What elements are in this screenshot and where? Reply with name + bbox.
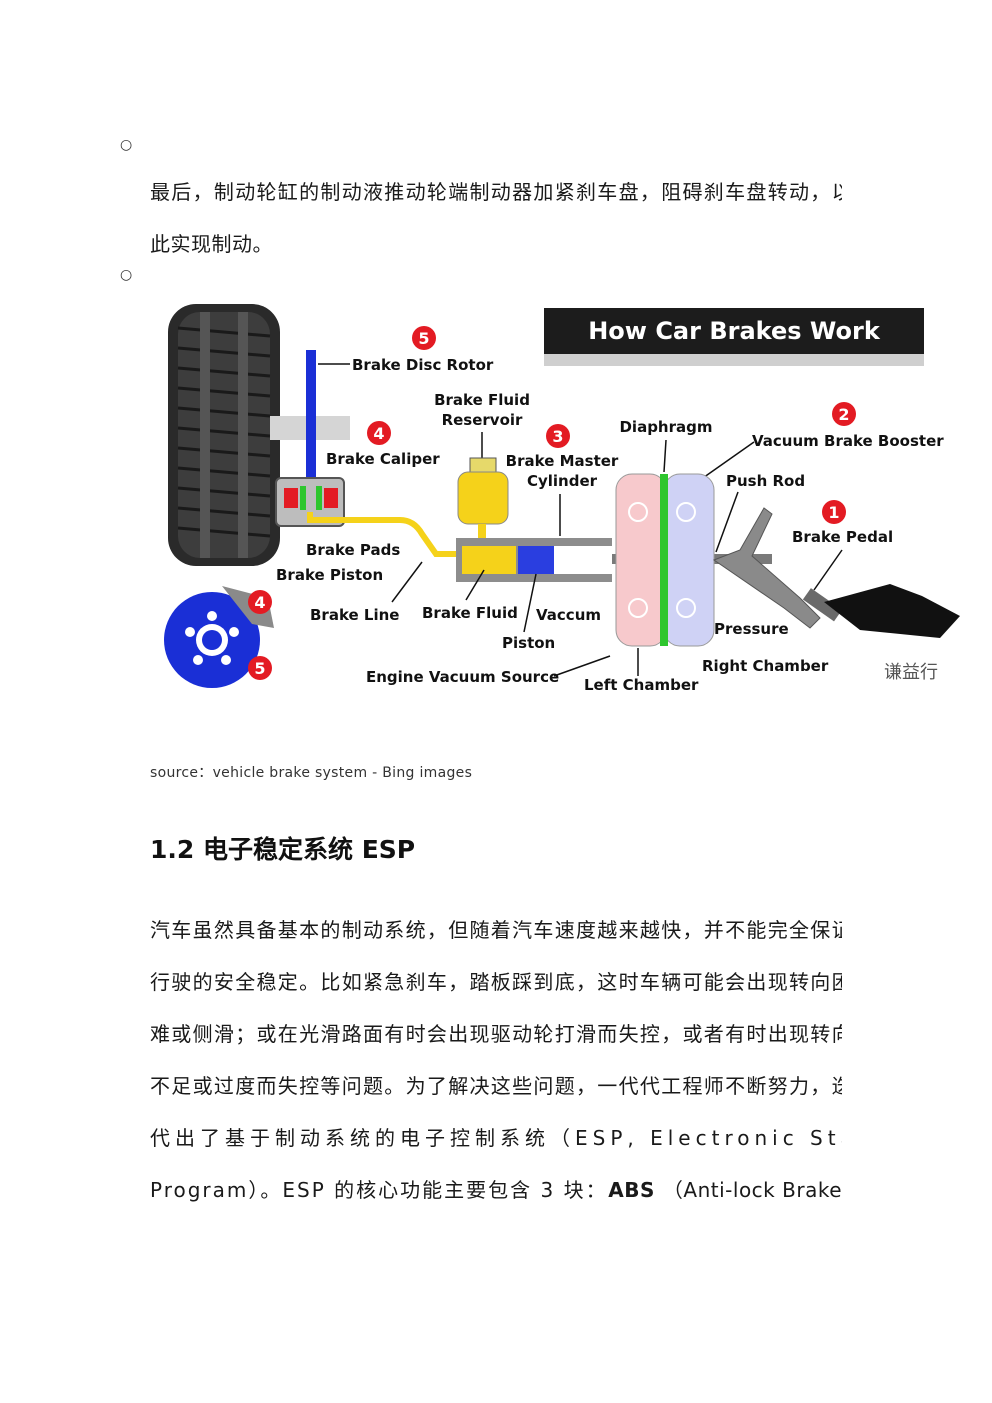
list-bullet: ○ xyxy=(120,137,133,153)
figure-caption: source：vehicle brake system - Bing image… xyxy=(150,765,473,781)
paragraph-tail: ABS （Anti-lock Brake xyxy=(608,1164,842,1216)
badge-5-number: 5 xyxy=(418,329,429,348)
badge-2-number: 2 xyxy=(838,405,849,424)
badge-5 xyxy=(412,326,436,350)
paragraph-line: 难或侧滑；或在光滑路面有时会出现驱动轮打滑而失控，或者有时出现转向 xyxy=(150,1008,842,1060)
badge-2 xyxy=(832,402,856,426)
brake-caliper-diagram xyxy=(275,477,345,527)
label-piston: Piston xyxy=(502,634,555,652)
badge-3-number: 3 xyxy=(552,427,563,446)
paragraph-text: Program）。ESP 的核心功能主要包含 3 块： xyxy=(150,1178,608,1202)
label-brake-pedal: Brake Pedal xyxy=(792,528,893,546)
disc-badge-5 xyxy=(248,656,272,680)
paragraph-line: 代出了基于制动系统的电子控制系统（ESP, Electronic Stabili… xyxy=(150,1112,842,1164)
abs-bold-text: ABS xyxy=(608,1178,655,1202)
brake-disc-rotor xyxy=(306,350,316,518)
label-brake-pads: Brake Pads xyxy=(306,541,400,559)
label-push-rod: Push Rod xyxy=(726,472,805,490)
paragraph-text: 不足或过度而失控等问题。为了解决这些问题，一代代工程师不断努力，迭 xyxy=(150,1074,842,1098)
paragraph-line: 最后，制动轮缸的制动液推动轮端制动器加紧刹车盘，阻碍刹车盘转动，以 xyxy=(150,166,842,218)
label-vaccum: Vaccum xyxy=(536,606,601,624)
disc-badge-4 xyxy=(248,590,272,614)
label-right-chamber: Right Chamber xyxy=(702,657,829,675)
section-heading: 1.2 电子稳定系统 ESP xyxy=(150,835,416,864)
label-brake-caliper: Brake Caliper xyxy=(326,450,440,468)
label-master-cylinder-line1: Brake Master xyxy=(506,452,619,470)
label-master-cylinder-line2: Cylinder xyxy=(527,472,598,490)
label-reservoir-line2: Reservoir xyxy=(442,411,523,429)
label-brake-disc-rotor: Brake Disc Rotor xyxy=(352,356,494,374)
label-left-chamber: Left Chamber xyxy=(584,676,699,694)
badge-1-number: 1 xyxy=(828,503,839,522)
brake-diagram-figure: Brake Disc Rotor 5 4 Brake Caliper Brake… xyxy=(160,298,970,698)
label-engine-vacuum-source: Engine Vacuum Source xyxy=(366,668,559,686)
paragraph-line: 此实现制动。 xyxy=(150,232,273,256)
vacuum-brake-booster xyxy=(615,473,715,647)
tire-image xyxy=(168,304,350,566)
paragraph-line: 不足或过度而失控等问题。为了解决这些问题，一代代工程师不断努力，迭 xyxy=(150,1060,842,1112)
brake-pedal-diagram xyxy=(712,507,960,638)
paragraph-line: 行驶的安全稳定。比如紧急刹车，踏板踩到底，这时车辆可能会出现转向困 xyxy=(150,956,842,1008)
label-brake-piston: Brake Piston xyxy=(276,566,383,584)
label-reservoir-line1: Brake Fluid xyxy=(434,391,530,409)
label-pressure: Pressure xyxy=(714,620,789,638)
paragraph-text: 汽车虽然具备基本的制动系统，但随着汽车速度越来越快，并不能完全保证 xyxy=(150,918,842,942)
label-vacuum-brake-booster: Vacuum Brake Booster xyxy=(752,432,944,450)
paragraph-text: 最后，制动轮缸的制动液推动轮端制动器加紧刹车盘，阻碍刹车盘转动，以 xyxy=(150,180,842,204)
disc-badge-4-number: 4 xyxy=(254,593,265,612)
paragraph-brake-final-step: 最后，制动轮缸的制动液推动轮端制动器加紧刹车盘，阻碍刹车盘转动，以 此实现制动。 xyxy=(150,166,842,270)
label-brake-line: Brake Line xyxy=(310,606,399,624)
brake-fluid-reservoir xyxy=(457,457,509,542)
badge-1 xyxy=(822,500,846,524)
paragraph-text: 代出了基于制动系统的电子控制系统（ESP, Electronic Stabili… xyxy=(150,1126,842,1150)
paragraph-text: （Anti-lock Brake xyxy=(662,1178,842,1202)
watermark: 谦益行 xyxy=(884,662,938,683)
disc-badge-5-number: 5 xyxy=(254,659,265,678)
paragraph-text: 行驶的安全稳定。比如紧急刹车，踏板踩到底，这时车辆可能会出现转向困 xyxy=(150,970,842,994)
diagram-title: How Car Brakes Work xyxy=(588,317,881,345)
paragraph-line: 汽车虽然具备基本的制动系统，但随着汽车速度越来越快，并不能完全保证 xyxy=(150,904,842,956)
list-bullet: ○ xyxy=(120,267,133,283)
label-diaphragm: Diaphragm xyxy=(619,418,712,436)
badge-4-number: 4 xyxy=(373,424,384,443)
brake-line xyxy=(307,512,460,557)
brake-diagram: Brake Disc Rotor 5 4 Brake Caliper Brake… xyxy=(164,304,960,694)
diagram-title-bar xyxy=(544,308,924,366)
label-brake-fluid: Brake Fluid xyxy=(422,604,518,622)
badge-3 xyxy=(546,424,570,448)
paragraph-text: 难或侧滑；或在光滑路面有时会出现驱动轮打滑而失控，或者有时出现转向 xyxy=(150,1022,842,1046)
badge-4 xyxy=(367,421,391,445)
paragraph-line: Program）。ESP 的核心功能主要包含 3 块： ABS （Anti-loc… xyxy=(150,1164,842,1216)
paragraph-esp: 汽车虽然具备基本的制动系统，但随着汽车速度越来越快，并不能完全保证 行驶的安全稳… xyxy=(150,904,842,1216)
